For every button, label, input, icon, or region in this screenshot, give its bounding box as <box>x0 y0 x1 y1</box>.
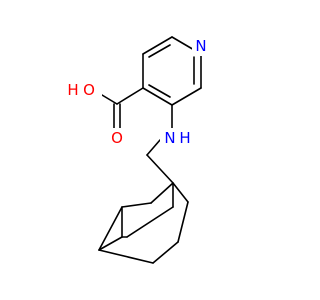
adamantane-cage <box>98 182 189 264</box>
bond-nh-ch2 <box>146 139 161 156</box>
bond-adam-11 <box>98 249 154 264</box>
ring-nitrogen-label: N <box>195 37 206 55</box>
amine-nitrogen-label: N <box>164 129 175 147</box>
atom-labels: N N H O H O <box>66 36 210 148</box>
bond-adam-4 <box>121 202 152 208</box>
ring-n-bg <box>192 36 210 56</box>
bond-adam-10 <box>98 236 123 251</box>
bond-adam-1 <box>150 182 174 204</box>
bond-adam-12 <box>152 241 179 264</box>
canvas-background <box>0 0 300 300</box>
amine-hydrogen-label: H <box>179 129 190 147</box>
carbonyl-oxygen-label: O <box>111 129 123 147</box>
hydroxyl-hydrogen-label: H <box>67 81 78 99</box>
bond-ring-c5-c6-inner <box>148 44 171 58</box>
hydroxyl-oh-bg <box>66 80 102 100</box>
bond-ring-c3-c4 <box>142 87 173 106</box>
bond-adam-6 <box>126 206 174 238</box>
bond-c4-carboxyl-c <box>116 87 144 105</box>
bond-adam-8 <box>98 206 123 251</box>
molecule-structure-diagram: N N H O H O <box>0 0 300 300</box>
bond-adam-3 <box>172 182 189 203</box>
hydroxyl-oxygen-label: O <box>83 81 95 99</box>
bond-ring-c5-c6 <box>142 36 173 55</box>
carbonyl-o-bg <box>107 128 127 148</box>
bond-ring-c3-c4-inner <box>148 84 171 98</box>
bond-ring-c2-c3 <box>171 87 202 106</box>
bond-adam-5 <box>177 201 189 243</box>
bond-ch2-adamantyl <box>146 154 174 184</box>
amine-nh-bg <box>160 128 190 148</box>
amine-linker <box>146 104 174 184</box>
